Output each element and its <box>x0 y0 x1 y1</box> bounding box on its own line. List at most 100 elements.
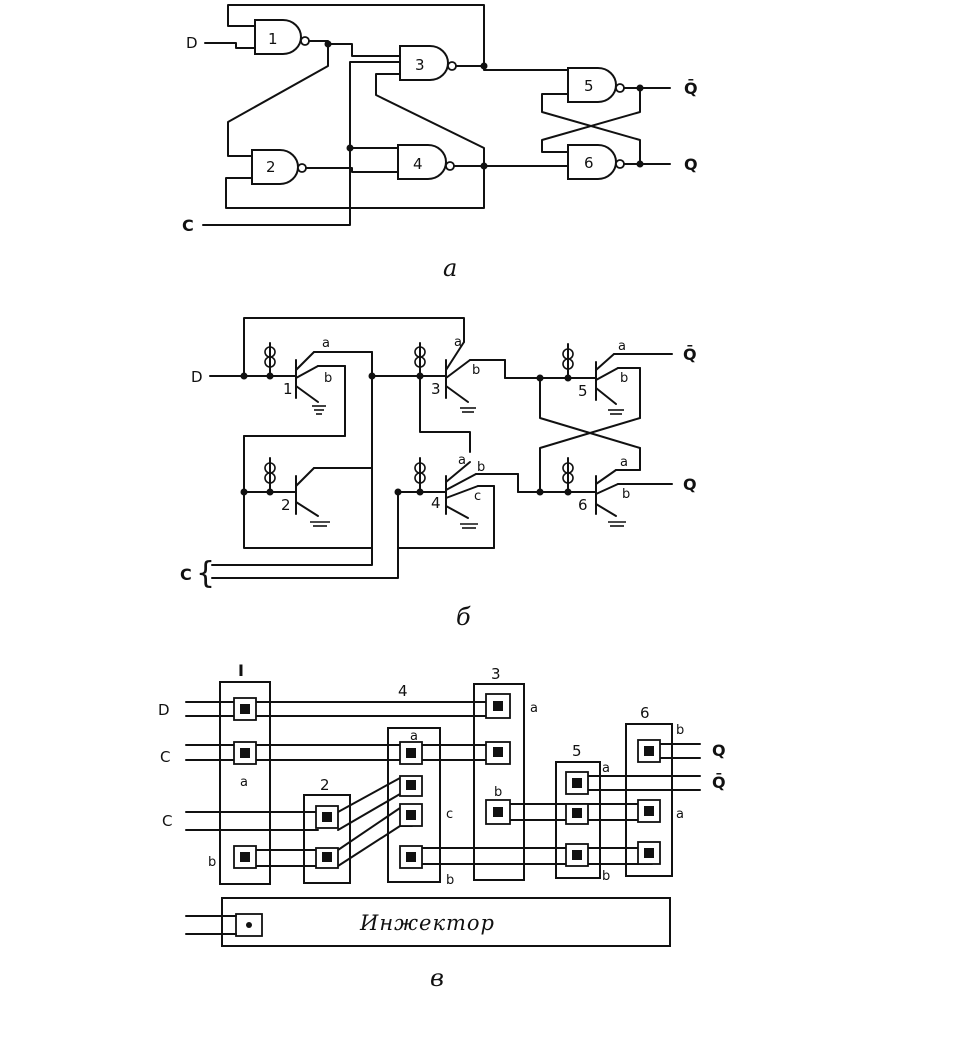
gate-5-bubble <box>616 84 624 92</box>
b-input-d: D <box>191 368 203 386</box>
t4-b: b <box>477 460 485 475</box>
node-b11 <box>537 489 544 496</box>
input-d-label: D <box>186 34 198 52</box>
line-c1 <box>186 745 488 760</box>
transistor-1 <box>265 343 372 436</box>
caption-b: б <box>456 603 471 631</box>
node-b2 <box>267 373 274 380</box>
c-input-c1: C <box>160 748 170 766</box>
c6-a: a <box>676 807 684 822</box>
c4-c: c <box>446 807 453 822</box>
injector-label: Инжектор <box>359 911 495 935</box>
wire-g3-out <box>456 66 568 70</box>
wire-b-1a-3 <box>372 352 446 376</box>
line-d <box>186 702 488 716</box>
wire-d <box>205 43 255 48</box>
cell-4-label: 4 <box>398 682 408 700</box>
input-c-label: C <box>182 216 194 235</box>
node-b1 <box>241 373 248 380</box>
c6-b: b <box>676 723 684 738</box>
node-b5 <box>369 373 376 380</box>
transistor-2 <box>244 436 372 548</box>
gate-4-bubble <box>446 162 454 170</box>
node-b3 <box>241 489 248 496</box>
transistor-3-label: 3 <box>431 380 441 398</box>
gate-6-bubble <box>616 160 624 168</box>
gate-2-bubble <box>298 164 306 172</box>
gate-6-label: 6 <box>584 154 594 172</box>
c-output-qbar: Q̄ <box>712 772 726 792</box>
c-input-c2: C <box>162 812 172 830</box>
b-input-c: C <box>180 565 192 584</box>
node-a3 <box>481 63 488 70</box>
caption-a: а <box>443 254 457 282</box>
b-output-q: Q <box>683 475 697 494</box>
node-b9 <box>537 375 544 382</box>
transistor-1-label: 1 <box>283 380 293 398</box>
gate-3-label: 3 <box>415 56 425 74</box>
c4-b: b <box>446 873 454 888</box>
node-a5 <box>637 85 644 92</box>
gate-1-bubble <box>301 37 309 45</box>
line-4-bottom <box>412 848 652 864</box>
b-output-qbar: Q̄ <box>683 344 697 364</box>
diagram-b: D C { 1 2 3 4 5 6 a b a b a b c a b a b … <box>180 318 697 631</box>
cell-1-label: I <box>238 661 244 680</box>
c5-a: a <box>602 761 610 776</box>
node-b10 <box>565 375 572 382</box>
gate-2-label: 2 <box>266 158 276 176</box>
wire-b-c1 <box>212 376 372 565</box>
c3-b: b <box>494 785 502 800</box>
node-b12 <box>565 489 572 496</box>
cell-3-label: 3 <box>491 665 501 683</box>
gate-3-bubble <box>448 62 456 70</box>
c5-b: b <box>602 869 610 884</box>
line-b1 <box>246 850 322 866</box>
wire-g1-out <box>309 41 400 56</box>
transistor-5 <box>563 344 672 418</box>
gate-1-label: 1 <box>268 30 278 48</box>
c1-b: b <box>208 855 216 870</box>
wire-g2-out <box>306 168 398 172</box>
t3-b: b <box>472 363 480 378</box>
t1-a: a <box>322 336 330 351</box>
t6-b: b <box>622 487 630 502</box>
node-a6 <box>637 161 644 168</box>
c4-a: a <box>410 729 418 744</box>
transistor-2-label: 2 <box>281 496 291 514</box>
node-b8 <box>417 489 424 496</box>
contact-pads <box>186 694 660 936</box>
caption-c: в <box>430 964 444 992</box>
node-a4 <box>481 163 488 170</box>
c3-a: a <box>530 701 538 716</box>
t6-a: a <box>620 455 628 470</box>
output-qbar-label: Q̄ <box>684 78 698 98</box>
c-input-d: D <box>158 701 170 719</box>
node-a1 <box>325 41 332 48</box>
wire-b-frame-top <box>244 318 464 376</box>
diagram-c: I 2 4 3 5 6 D C C Q Q̄ a b a c b a b a b… <box>158 661 726 992</box>
transistor-4-label: 4 <box>431 494 441 512</box>
wire-g1-to-g2 <box>228 44 328 156</box>
c1-a: a <box>240 775 248 790</box>
transistor-6-label: 6 <box>578 496 588 514</box>
node-b4 <box>267 489 274 496</box>
gate-4-label: 4 <box>413 155 423 173</box>
output-q-label: Q <box>684 155 698 174</box>
gate-1 <box>255 20 301 54</box>
t1-b: b <box>324 371 332 386</box>
line-5a-q <box>578 776 700 790</box>
wire-b-cross-2 <box>540 378 640 448</box>
node-b7 <box>395 489 402 496</box>
c-output-q: Q <box>712 741 726 760</box>
t3-a: a <box>454 335 462 350</box>
t5-a: a <box>618 339 626 354</box>
line-c2 <box>186 812 318 830</box>
transistor-5-label: 5 <box>578 382 588 400</box>
cell-6-label: 6 <box>640 704 650 722</box>
wire-c <box>203 148 398 225</box>
node-a2 <box>347 145 354 152</box>
t4-a: a <box>458 453 466 468</box>
cell-5-label: 5 <box>572 742 582 760</box>
